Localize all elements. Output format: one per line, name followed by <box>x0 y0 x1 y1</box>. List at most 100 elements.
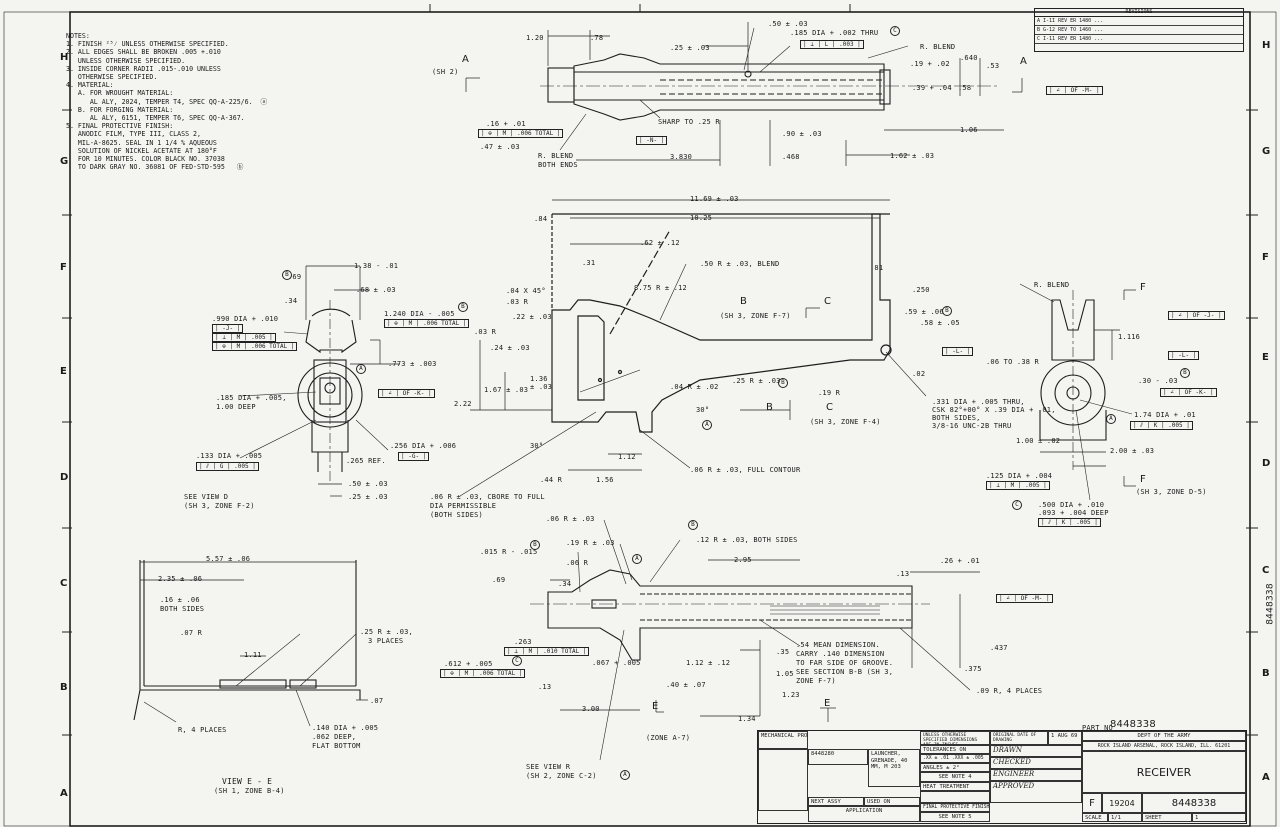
see-note-4: SEE NOTE 4 <box>920 772 990 782</box>
dim: .34 <box>558 580 572 588</box>
dim: .90 ± .03 <box>782 130 822 138</box>
zone-right-e: E <box>1262 352 1269 363</box>
drawn-label: DRAWN <box>990 745 1082 757</box>
edge-part-number: 8448338 <box>1265 583 1276 625</box>
tolerances: TOLERANCES ON <box>920 745 990 754</box>
dim: 1.74 DIA + .01 <box>1134 411 1196 419</box>
section-mark-f: F <box>1140 282 1146 293</box>
mech-props: MECHANICAL PROPERTIES <box>758 731 808 749</box>
general-notes: NOTES: 1. FINISH ²⁵⁄ UNLESS OTHERWISE SP… <box>66 32 326 171</box>
dim: .16 + .01 <box>486 120 526 128</box>
dim: 1.05 <box>776 670 794 678</box>
feature-control-frame: | ⊥ | M | .005 | <box>986 481 1050 490</box>
zone-left-e: E <box>60 366 67 377</box>
feature-control-frame: | ⊥ | M | .010 TOTAL | <box>504 647 590 656</box>
zone-left-h: H <box>60 52 69 63</box>
feature-control-frame: | ⊥ | M | .005 | <box>212 333 276 342</box>
feature-control-frame: | ⊥ | L | .003 | <box>800 40 864 49</box>
rev-callout: C <box>890 26 900 36</box>
section-mark-b-lower: B <box>766 402 774 413</box>
feature-control-frame: | ⫽ | K | .005 | <box>1130 421 1193 430</box>
final-protective-finish: FINAL PROTECTIVE FINISH <box>920 803 990 812</box>
rev-callout: A <box>356 364 366 374</box>
datum-l: | -L- | <box>942 347 974 356</box>
dim: .54 MEAN DIMENSION. <box>796 641 880 649</box>
dim: 2.22 <box>454 400 472 408</box>
dim: .78 <box>590 34 604 42</box>
section-mark-a-right: A <box>1020 56 1028 67</box>
dim: 1.56 <box>596 476 614 484</box>
dim: .25 R ± .03, <box>360 628 413 636</box>
right-end-view-outline <box>1039 290 1107 470</box>
dim: .30 - .03 <box>1138 377 1178 385</box>
rev-callout: C <box>1012 500 1022 510</box>
section-ee-outline <box>133 560 361 721</box>
sheet-value: 1 <box>1192 813 1246 822</box>
checked-label: CHECKED <box>990 757 1082 769</box>
see-view-r: SEE VIEW R <box>526 763 571 771</box>
dim: .50 ± .03 <box>768 20 808 28</box>
datum-g: | -G- | <box>398 452 430 461</box>
note-2: 2. ALL EDGES SHALL BE BROKEN .005 +.010 … <box>66 48 221 65</box>
dim: .185 DIA + .005, <box>216 394 287 402</box>
section-mark-e-right: E <box>824 698 831 709</box>
dim: .68 ± .03 <box>356 286 396 294</box>
dim: .263 <box>514 638 532 646</box>
section-ee-title: VIEW E - E <box>222 777 273 786</box>
see-view-d: SEE VIEW D <box>184 493 229 501</box>
rev-callout: B <box>688 520 698 530</box>
dim: SEE SECTION B-B (SH 3, <box>796 668 894 676</box>
dim: .39 + .04 <box>912 84 952 92</box>
dim: .19 + .02 <box>910 60 950 68</box>
dim: 3.00 <box>582 705 600 713</box>
dim: (SH 3, ZONE F-4) <box>810 418 881 426</box>
dim: 5.57 ± .06 <box>206 555 251 563</box>
zone-left-b: B <box>60 682 68 693</box>
section-mark-c: C <box>824 296 832 307</box>
revision-row: C I-11 REV ER 1480 ... <box>1035 35 1243 44</box>
dim: .19 R <box>818 389 841 397</box>
dim: .84 <box>534 215 548 223</box>
dim: FLAT BOTTOM <box>312 742 361 750</box>
datum-j: | -J- | <box>212 324 244 333</box>
dim: .331 DIA + .005 THRU, <box>932 398 1025 406</box>
angularity-m: | ∠ | OF -M- | <box>1046 86 1103 95</box>
feature-control-frame: | ⊕ | M | .006 TOTAL | <box>440 669 526 678</box>
dim: 1.36 <box>530 375 548 383</box>
note-4: 4. MATERIAL: A. FOR WROUGHT MATERIAL: AL… <box>66 81 268 123</box>
dim: CSK 82°+00° X .39 DIA + .01, <box>932 406 1056 414</box>
cbore-note: DIA PERMISSIBLE <box>430 502 497 510</box>
dim: TO FAR SIDE OF GROOVE. <box>796 659 894 667</box>
dim: 8.75 R ± .12 <box>634 284 687 292</box>
decimals: .XX ± .01 .XXX ± .005 <box>920 754 990 763</box>
dim: .06 R ± .03 <box>546 515 595 523</box>
dim: .06 R <box>566 559 589 567</box>
size: F <box>1082 793 1102 813</box>
note-1: 1. FINISH ²⁵⁄ UNLESS OTHERWISE SPECIFIED… <box>66 40 229 49</box>
dim: .31 <box>582 259 596 267</box>
dim: .133 DIA + .005 <box>196 452 263 460</box>
top-view-outline <box>540 53 1000 121</box>
feature-control-frame: | ⫽ | G | .005 | <box>196 462 259 471</box>
dim: .19 R ± .03 <box>566 539 615 547</box>
zone-left-a: A <box>60 788 68 799</box>
dim: .07 R <box>180 629 203 637</box>
see-view-d-ref: (SH 3, ZONE F-2) <box>184 502 255 510</box>
drawing-title: RECEIVER <box>1082 751 1246 793</box>
dim: .13 <box>538 683 552 691</box>
scale-label: SCALE <box>1082 813 1108 822</box>
dim: .50 R ± .03, BLEND <box>700 260 780 268</box>
rev-callout: C <box>512 656 522 666</box>
feature-control-frame: | ⊕ | M | .006 TOTAL | <box>478 129 564 138</box>
dim: 1.12 ± .12 <box>686 659 731 667</box>
dim: .34 <box>284 297 298 305</box>
dim: .25 ± .03 <box>670 44 710 52</box>
cage-code: 19204 <box>1102 793 1142 813</box>
angularity-j: | ∠ | OF -J- | <box>1168 311 1225 320</box>
revision-row: B G-12 REV TO 1460 ... <box>1035 26 1243 35</box>
note-3: 3. INSIDE CORNER RADII .015-.010 UNLESS … <box>66 64 221 82</box>
dim: .58 ± .05 <box>920 319 960 327</box>
cbore-note: .06 R ± .03, CBORE TO FULL <box>430 493 545 501</box>
dim: (SH 3, ZONE F-7) <box>720 312 791 320</box>
dim: 3/8-16 UNC-2B THRU <box>932 422 1012 430</box>
